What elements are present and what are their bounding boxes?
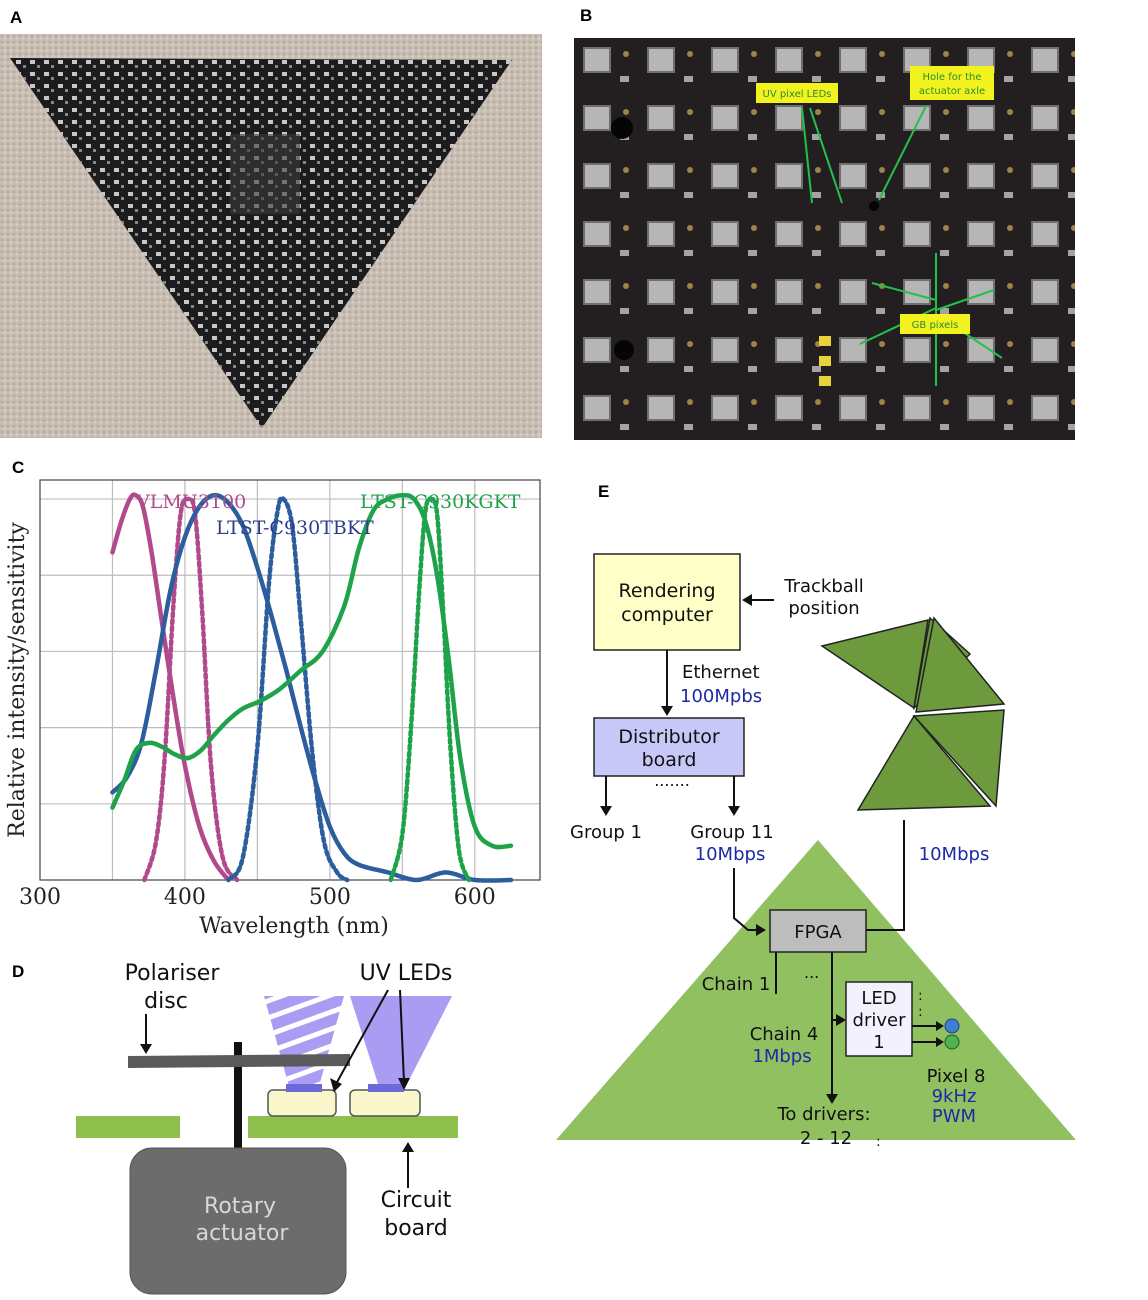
chart-series [110,492,514,883]
pwm-label-1: 9kHz [932,1086,977,1107]
series-label-tbkt: LTST-C930TBKT [216,517,374,539]
x-tick-400: 400 [164,885,206,910]
link-rate-label: 10Mbps [919,844,990,865]
callout-hole: Hole for the actuator axle [910,66,994,100]
polariser-disc [128,1054,350,1068]
callout-gb-pixels: GB pixels [900,314,970,334]
led-driver-label-1: LED [861,988,896,1009]
panel-d-label: D [12,962,25,981]
uv-led-2-lens [368,1084,404,1092]
fpga-box [769,909,867,953]
board-label-2: board [384,1216,448,1241]
pwm-label-2: PWM [932,1106,976,1127]
trackball-label-2: position [788,598,859,619]
series-line-4 [110,492,514,850]
rendering-computer-label-1: Rendering [618,580,715,602]
panel-d-schematic: Rotary actuator Polariser disc UV LEDs C… [76,961,458,1295]
group-rate-label: 10Mbps [695,844,766,865]
panel-e-diagram: Rendering computer Trackball position Et… [556,553,1076,1150]
triangle-cluster [820,616,1006,811]
rendering-computer-box [593,553,741,651]
x-tick-300: 300 [19,885,61,910]
series-line-3 [226,495,350,883]
uv-leds-label: UV LEDs [360,961,453,986]
panel-a-label: A [10,8,23,27]
ethernet-label: Ethernet [682,662,760,683]
callout-uv-leds: UV pixel LEDs [756,83,838,103]
rendering-computer-label-2: computer [621,604,713,626]
plot-frame [39,479,541,881]
led-driver-label-3: 1 [873,1032,884,1053]
distributor-label-1: Distributor [618,726,720,748]
uv-led-1-lens [286,1084,322,1092]
panel-a-photo [0,34,542,438]
series-label-kgkt: LTST-C930KGKT [360,491,521,513]
to-drivers-label-1: To drivers: [776,1104,870,1125]
polariser-label-2: disc [144,989,188,1014]
series-line-0 [110,492,231,883]
group-11-label: Group 11 [690,822,773,843]
series-label-vlmu3100: VLMU3100 [135,491,246,513]
pixel-green-led [944,1034,960,1050]
chain-4-label: Chain 4 [750,1024,819,1045]
to-drivers-label-2: 2 - 12 [800,1128,852,1149]
uv-light-beam [350,996,452,1090]
x-tick-600: 600 [454,885,496,910]
group-1-label: Group 1 [570,822,642,843]
x-tick-labels: 300 400 500 600 [19,885,496,910]
panel-b-photo: UV pixel LEDs Hole for the actuator axle… [574,38,1075,440]
x-tick-500: 500 [309,885,351,910]
callout-uv-leds-text: UV pixel LEDs [763,89,832,100]
y-axis-label: Relative intensity/sensitivity [5,522,30,838]
rotary-actuator [129,1147,347,1295]
chain-rate-label: 1Mbps [752,1046,811,1067]
polarised-light-beam [264,996,344,1090]
trackball-label-1: Trackball [783,576,864,597]
board-label-1: Circuit [381,1188,452,1213]
panel-c-label: C [12,458,25,477]
callout-gb-pixels-text: GB pixels [912,320,959,331]
drivers-dots-top: : [830,1082,835,1098]
uv-led-1 [267,1089,337,1117]
pixel-blue-led [944,1018,960,1034]
actuator-label-2: actuator [196,1221,290,1246]
fpga-label: FPGA [794,922,842,943]
polariser-label-1: Polariser [125,961,221,986]
chain-ellipsis: ... [804,963,819,982]
arena-triangle [556,840,1076,1140]
series-line-5 [388,496,472,883]
groups-ellipsis: ....... [654,771,690,790]
ethernet-rate: 100Mpbs [680,686,762,707]
driver-dots-2: : [918,1004,923,1020]
callout-hole-text-1: Hole for the [922,72,981,83]
driver-dots-1: : [918,988,923,1004]
callout-hole-text-2: actuator axle [919,86,985,97]
uv-led-2 [349,1089,421,1117]
panel-b-label: B [580,6,593,25]
distributor-label-2: board [642,749,697,771]
led-driver-box [845,981,913,1057]
actuator-label-1: Rotary [204,1194,276,1219]
drivers-dots-bottom: : [876,1134,881,1150]
distributor-board-box [593,717,745,777]
spectra-chart: 300 400 500 600 Wavelength (nm) Relative in… [5,479,541,939]
x-axis-label: Wavelength (nm) [199,914,389,939]
board-left [76,1116,180,1138]
panel-e-label: E [598,482,610,501]
chain-1-label: Chain 1 [702,974,771,995]
actuator-axle [234,1042,242,1150]
board-right [248,1116,458,1138]
led-driver-label-2: driver [853,1010,907,1031]
series-line-1 [142,496,240,883]
pixel-8-label: Pixel 8 [927,1066,986,1087]
